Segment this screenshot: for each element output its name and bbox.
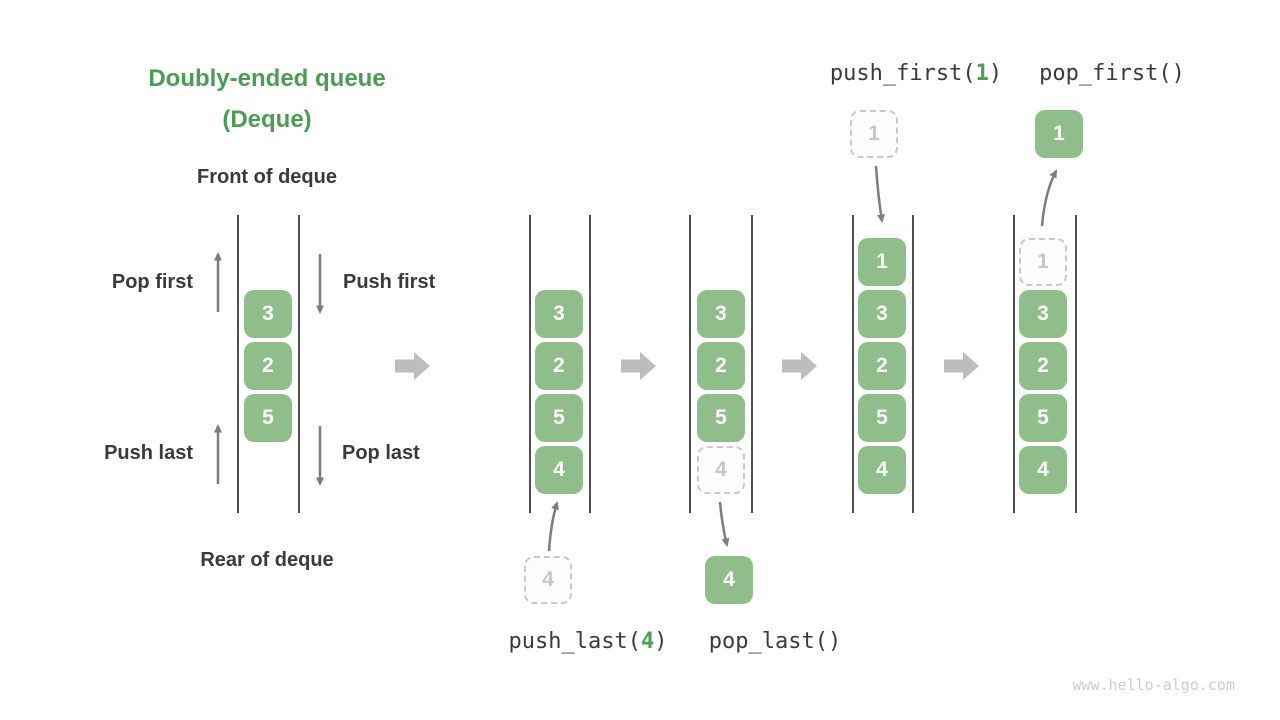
push-last-code-label: push_last(4) bbox=[468, 629, 708, 654]
rear-of-deque-label: Rear of deque bbox=[200, 549, 334, 571]
code-text: push_last( bbox=[508, 629, 641, 654]
transition-arrow-icon bbox=[395, 352, 430, 380]
deque-cell: 3 bbox=[697, 290, 745, 338]
channel-wall bbox=[751, 215, 753, 513]
channel-wall bbox=[529, 215, 531, 513]
channel-wall bbox=[852, 215, 854, 513]
channel-wall bbox=[689, 215, 691, 513]
pop-first-transfer-arrow-icon bbox=[1040, 169, 1058, 227]
page-title: Doubly-ended queue (Deque) bbox=[117, 58, 417, 140]
push-last-transfer-arrow-icon bbox=[547, 501, 559, 552]
popped-cell: 1 bbox=[1035, 110, 1083, 158]
deque-cell: 2 bbox=[697, 342, 745, 390]
channel-wall bbox=[1013, 215, 1015, 513]
channel-wall bbox=[237, 215, 239, 513]
channel-wall bbox=[1075, 215, 1077, 513]
deque-cell: 2 bbox=[858, 342, 906, 390]
deque-cell: 3 bbox=[244, 290, 292, 338]
deque-cell: 5 bbox=[535, 394, 583, 442]
pop-first-label: Pop first bbox=[111, 271, 193, 293]
push-last-label: Push last bbox=[104, 442, 193, 464]
code-text: ) bbox=[654, 629, 668, 654]
popped-cell: 4 bbox=[705, 556, 753, 604]
transition-arrow-icon bbox=[944, 352, 979, 380]
push-first-label: Push first bbox=[343, 271, 436, 293]
deque-cell: 2 bbox=[535, 342, 583, 390]
deque-cell: 4 bbox=[535, 446, 583, 494]
push-first-transfer-arrow-icon bbox=[874, 165, 885, 223]
deque-cell: 5 bbox=[244, 394, 292, 442]
deque-cell: 3 bbox=[858, 290, 906, 338]
transition-arrow-icon bbox=[782, 352, 817, 380]
code-arg: 1 bbox=[975, 61, 989, 86]
watermark: www.hello-algo.com bbox=[1072, 676, 1235, 694]
pop-first-code-label: pop_first() bbox=[1039, 61, 1185, 86]
incoming-ghost-cell: 1 bbox=[850, 110, 898, 158]
channel-wall bbox=[298, 215, 300, 513]
page-title-line1: Doubly-ended queue bbox=[148, 65, 386, 92]
code-text: ) bbox=[988, 61, 1003, 86]
page-title-line2: (Deque) bbox=[222, 106, 312, 133]
transition-arrow-icon bbox=[621, 352, 656, 380]
deque-cell: 2 bbox=[244, 342, 292, 390]
pop-last-label: Pop last bbox=[342, 442, 420, 464]
push-first-code-label: push_first(1) bbox=[796, 61, 1036, 86]
deque-cell: 4 bbox=[1019, 446, 1067, 494]
deque-cell: 3 bbox=[1019, 290, 1067, 338]
removed-ghost-cell: 1 bbox=[1019, 238, 1067, 286]
deque-cell: 2 bbox=[1019, 342, 1067, 390]
deque-cell: 5 bbox=[858, 394, 906, 442]
pop-last-code-label: pop_last() bbox=[708, 629, 842, 654]
removed-ghost-cell: 4 bbox=[697, 446, 745, 494]
deque-cell: 5 bbox=[697, 394, 745, 442]
code-arg: 4 bbox=[640, 629, 655, 654]
pop-last-transfer-arrow-icon bbox=[718, 501, 730, 547]
channel-wall bbox=[589, 215, 591, 513]
deque-cell: 1 bbox=[858, 238, 906, 286]
deque-cell: 4 bbox=[858, 446, 906, 494]
incoming-ghost-cell: 4 bbox=[524, 556, 572, 604]
channel-wall bbox=[912, 215, 914, 513]
code-text: push_first( bbox=[829, 61, 976, 86]
deque-cell: 5 bbox=[1019, 394, 1067, 442]
deque-cell: 3 bbox=[535, 290, 583, 338]
front-of-deque-label: Front of deque bbox=[197, 166, 337, 188]
